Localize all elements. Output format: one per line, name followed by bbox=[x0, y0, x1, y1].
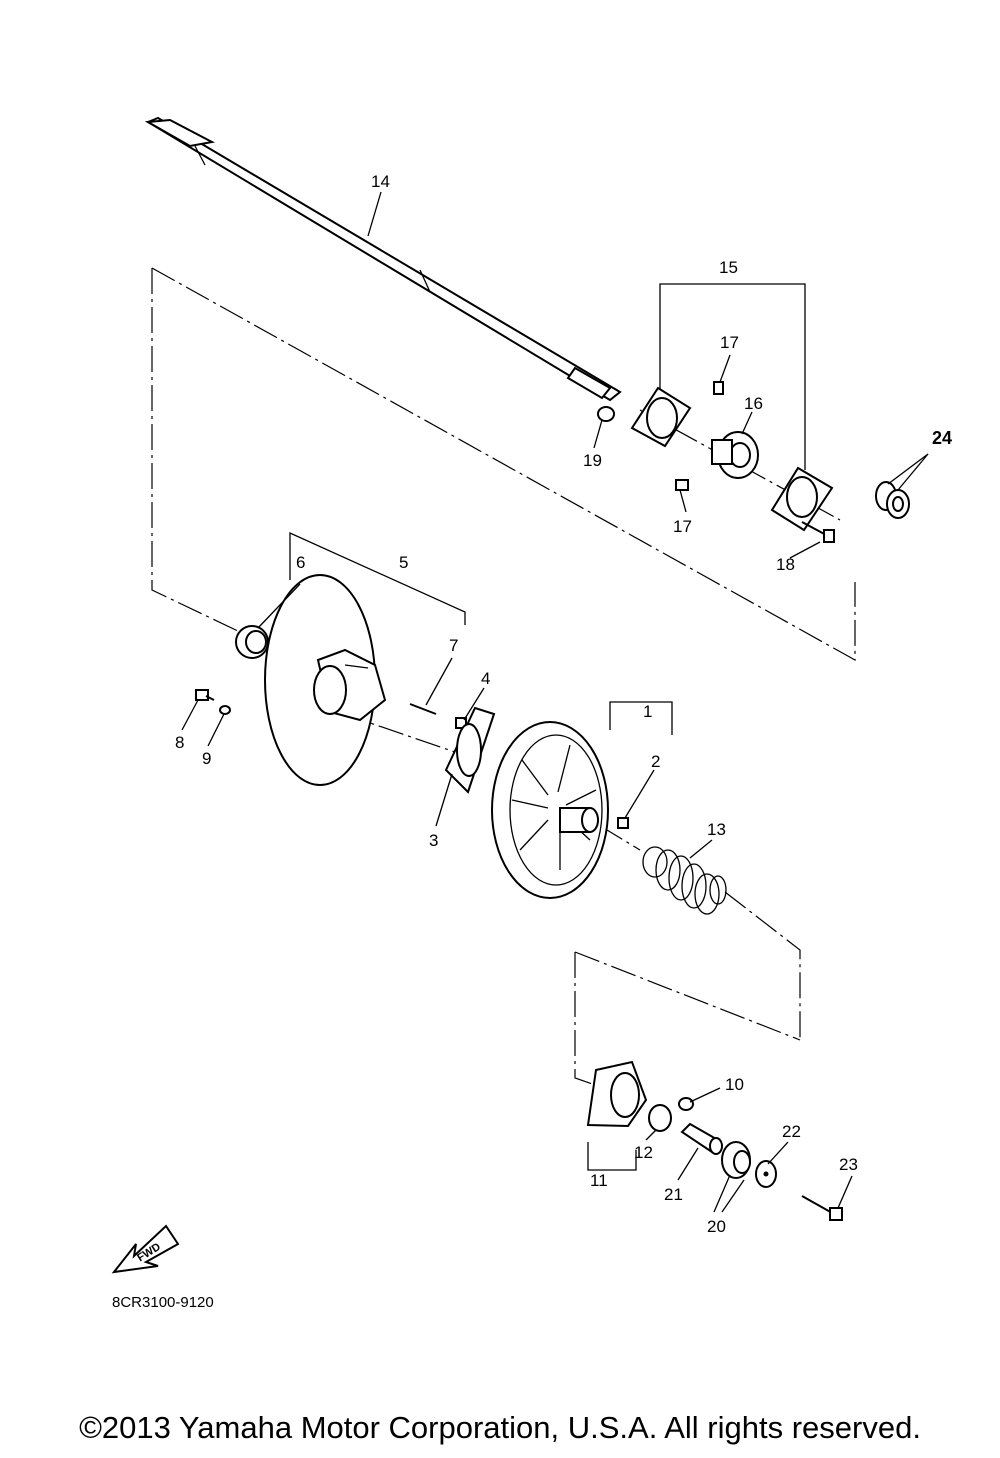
callout-14: 14 bbox=[371, 172, 390, 191]
leader-lines bbox=[181, 191, 929, 1213]
bushing-12 bbox=[648, 1104, 672, 1132]
callout-15: 15 bbox=[719, 258, 738, 277]
callout-2: 2 bbox=[651, 752, 660, 771]
bolt-8 bbox=[195, 689, 215, 701]
callout-10: 10 bbox=[725, 1075, 744, 1094]
bracket-11 bbox=[587, 1142, 637, 1171]
fixed-sheave bbox=[264, 574, 387, 786]
bracket-5 bbox=[289, 531, 466, 625]
callout-3: 3 bbox=[429, 831, 438, 850]
bolt-7 bbox=[409, 703, 437, 715]
gasket-3 bbox=[444, 706, 496, 794]
bearing bbox=[711, 431, 759, 479]
callout-17-lower: 17 bbox=[673, 517, 692, 536]
callout-1: 1 bbox=[643, 702, 652, 721]
set-screw-upper bbox=[713, 381, 724, 395]
washer-22 bbox=[755, 1160, 777, 1188]
spring bbox=[642, 846, 727, 915]
flange-housing-lower bbox=[770, 466, 834, 532]
callout-24: 24 bbox=[932, 428, 952, 448]
bolt-18 bbox=[801, 521, 835, 543]
callout-23: 23 bbox=[839, 1155, 858, 1174]
callout-5: 5 bbox=[399, 553, 408, 572]
flange-20 bbox=[721, 1141, 751, 1179]
bolt-23 bbox=[801, 1195, 843, 1221]
callout-12: 12 bbox=[634, 1143, 653, 1162]
callout-7: 7 bbox=[449, 636, 458, 655]
callout-22: 22 bbox=[782, 1122, 801, 1141]
cam-11 bbox=[586, 1060, 648, 1128]
shaft bbox=[144, 116, 622, 402]
diagram-code: 8CR3100-9120 bbox=[112, 1294, 214, 1311]
sliding-sheave bbox=[491, 721, 609, 899]
nut-19 bbox=[597, 406, 615, 422]
nut-10 bbox=[678, 1097, 694, 1111]
callout-labels: 1 2 3 4 5 6 7 8 9 10 11 12 13 14 15 16 1… bbox=[175, 172, 952, 1236]
callout-16: 16 bbox=[744, 394, 763, 413]
callout-21: 21 bbox=[664, 1185, 683, 1204]
callout-17-upper: 17 bbox=[720, 333, 739, 352]
fwd-arrow-icon: FWD bbox=[111, 1224, 180, 1274]
callout-9: 9 bbox=[202, 749, 211, 768]
flange-housing-upper bbox=[630, 386, 692, 448]
bolt-4 bbox=[455, 717, 467, 729]
collar-set-24 bbox=[875, 481, 910, 519]
bracket-1 bbox=[609, 701, 673, 735]
callout-19: 19 bbox=[583, 451, 602, 470]
callout-4: 4 bbox=[481, 669, 490, 688]
bushing-6 bbox=[235, 625, 269, 659]
copyright-notice: ©2013 Yamaha Motor Corporation, U.S.A. A… bbox=[79, 1410, 921, 1445]
callout-11: 11 bbox=[590, 1171, 608, 1190]
bracket-15 bbox=[659, 283, 806, 470]
set-screw-lower bbox=[675, 479, 689, 491]
callout-6: 6 bbox=[296, 553, 305, 572]
assembly-guide-lines bbox=[151, 267, 856, 1086]
collar-21 bbox=[680, 1122, 723, 1155]
washer-9 bbox=[219, 705, 231, 715]
callout-18: 18 bbox=[776, 555, 795, 574]
bolt-2 bbox=[617, 817, 629, 829]
callout-8: 8 bbox=[175, 733, 184, 752]
callout-13: 13 bbox=[707, 820, 726, 839]
callout-20: 20 bbox=[707, 1217, 726, 1236]
